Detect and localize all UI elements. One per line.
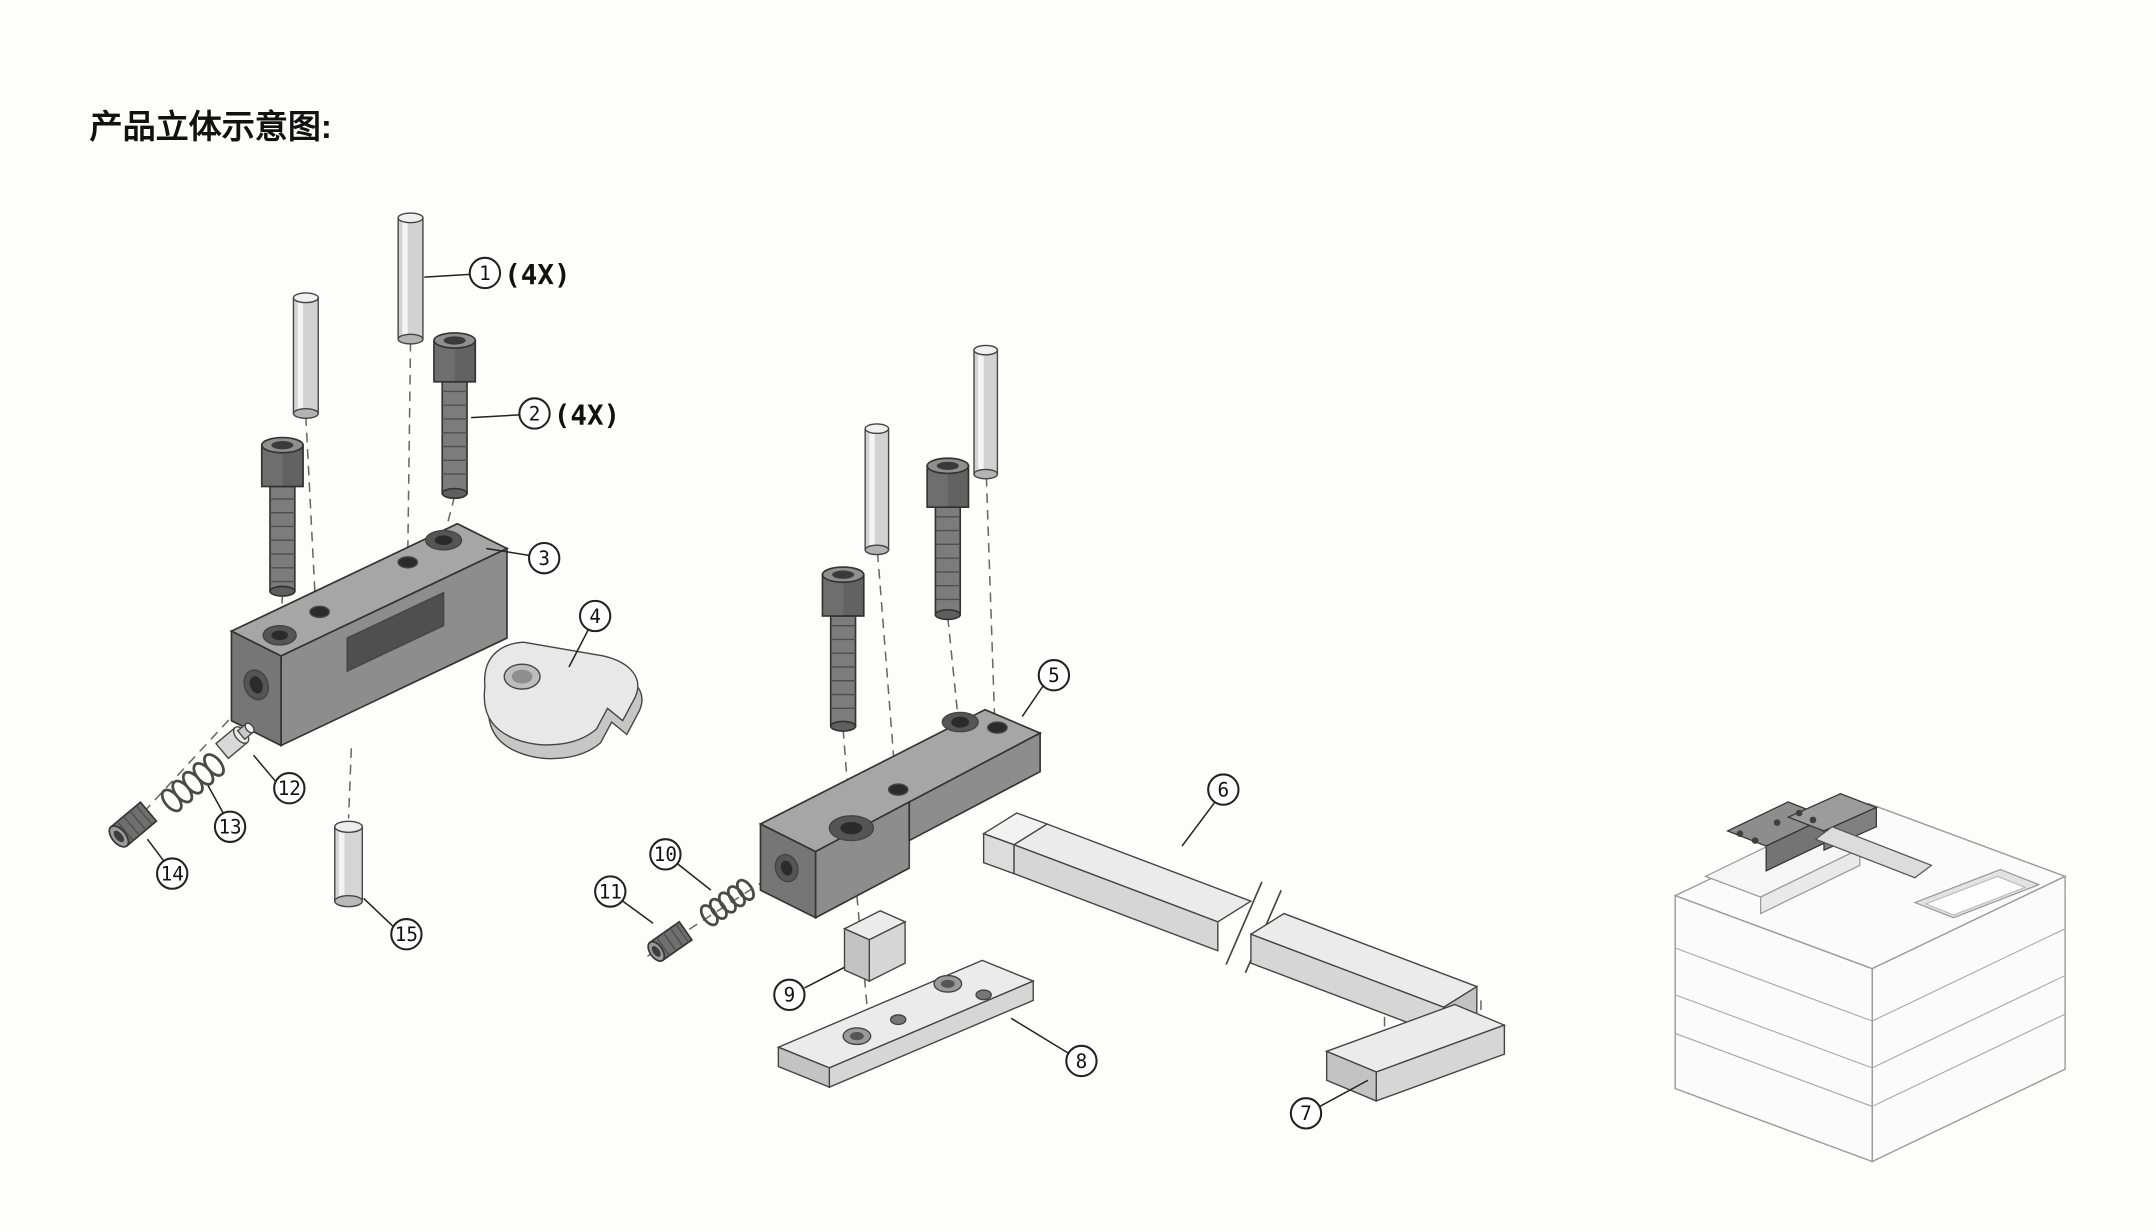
- svg-text:7: 7: [1300, 1102, 1312, 1125]
- svg-text:15: 15: [395, 923, 418, 946]
- callout-6: 6: [1181, 773, 1240, 847]
- svg-text:11: 11: [599, 880, 622, 903]
- spring-part13: [160, 753, 225, 813]
- callout-15: 15: [363, 897, 423, 951]
- callout-7: 7: [1289, 1079, 1369, 1130]
- block-part9: [842, 910, 907, 983]
- setscrew-part11: [647, 920, 694, 962]
- callout-3: 3: [486, 541, 561, 575]
- pin-part1-d: [973, 344, 999, 480]
- setscrew-part14: [108, 800, 158, 848]
- callout-2: 2 (4X): [471, 397, 620, 432]
- svg-text:13: 13: [218, 816, 241, 839]
- svg-text:(4X): (4X): [504, 259, 570, 291]
- callout-12: 12: [252, 754, 306, 805]
- svg-text:4: 4: [589, 605, 601, 628]
- svg-text:6: 6: [1218, 778, 1230, 801]
- block-part7: [1324, 1003, 1507, 1102]
- lever-part4: [483, 641, 643, 760]
- pin-part1-a: [292, 292, 319, 419]
- page-title: 产品立体示意图:: [90, 108, 332, 146]
- plunger-part12: [215, 722, 255, 760]
- svg-text:9: 9: [784, 984, 796, 1007]
- svg-text:14: 14: [161, 863, 184, 886]
- plate-part8: [776, 959, 1036, 1089]
- screw-part2-d: [926, 457, 970, 621]
- bar-part6: [982, 812, 1479, 1038]
- assembled-view: [1673, 793, 2067, 1163]
- screw-part2-a: [260, 436, 304, 597]
- svg-text:(4X): (4X): [554, 400, 620, 432]
- screw-part2-c: [821, 566, 865, 732]
- callout-1: 1 (4X): [424, 256, 571, 291]
- svg-text:10: 10: [654, 843, 677, 866]
- callout-10: 10: [649, 838, 712, 891]
- screw-part2-b: [433, 332, 477, 500]
- callout-4: 4: [568, 599, 612, 668]
- pin-part1-b: [397, 212, 424, 345]
- dowel-part15: [334, 820, 364, 908]
- svg-text:3: 3: [538, 547, 550, 570]
- svg-text:2: 2: [529, 402, 541, 425]
- svg-text:8: 8: [1076, 1050, 1088, 1073]
- block-part5: [758, 708, 1043, 920]
- svg-text:1: 1: [479, 262, 491, 285]
- callout-8: 8: [1010, 1017, 1098, 1078]
- pin-part1-c: [864, 423, 890, 556]
- callout-5: 5: [1021, 659, 1071, 717]
- callout-9: 9: [773, 966, 845, 1012]
- callout-14: 14: [146, 838, 189, 890]
- callout-13: 13: [207, 785, 247, 843]
- callout-11: 11: [594, 875, 654, 924]
- block-part3: [229, 522, 509, 747]
- svg-text:5: 5: [1048, 664, 1060, 687]
- spring-part10: [699, 878, 755, 927]
- svg-text:12: 12: [278, 777, 301, 800]
